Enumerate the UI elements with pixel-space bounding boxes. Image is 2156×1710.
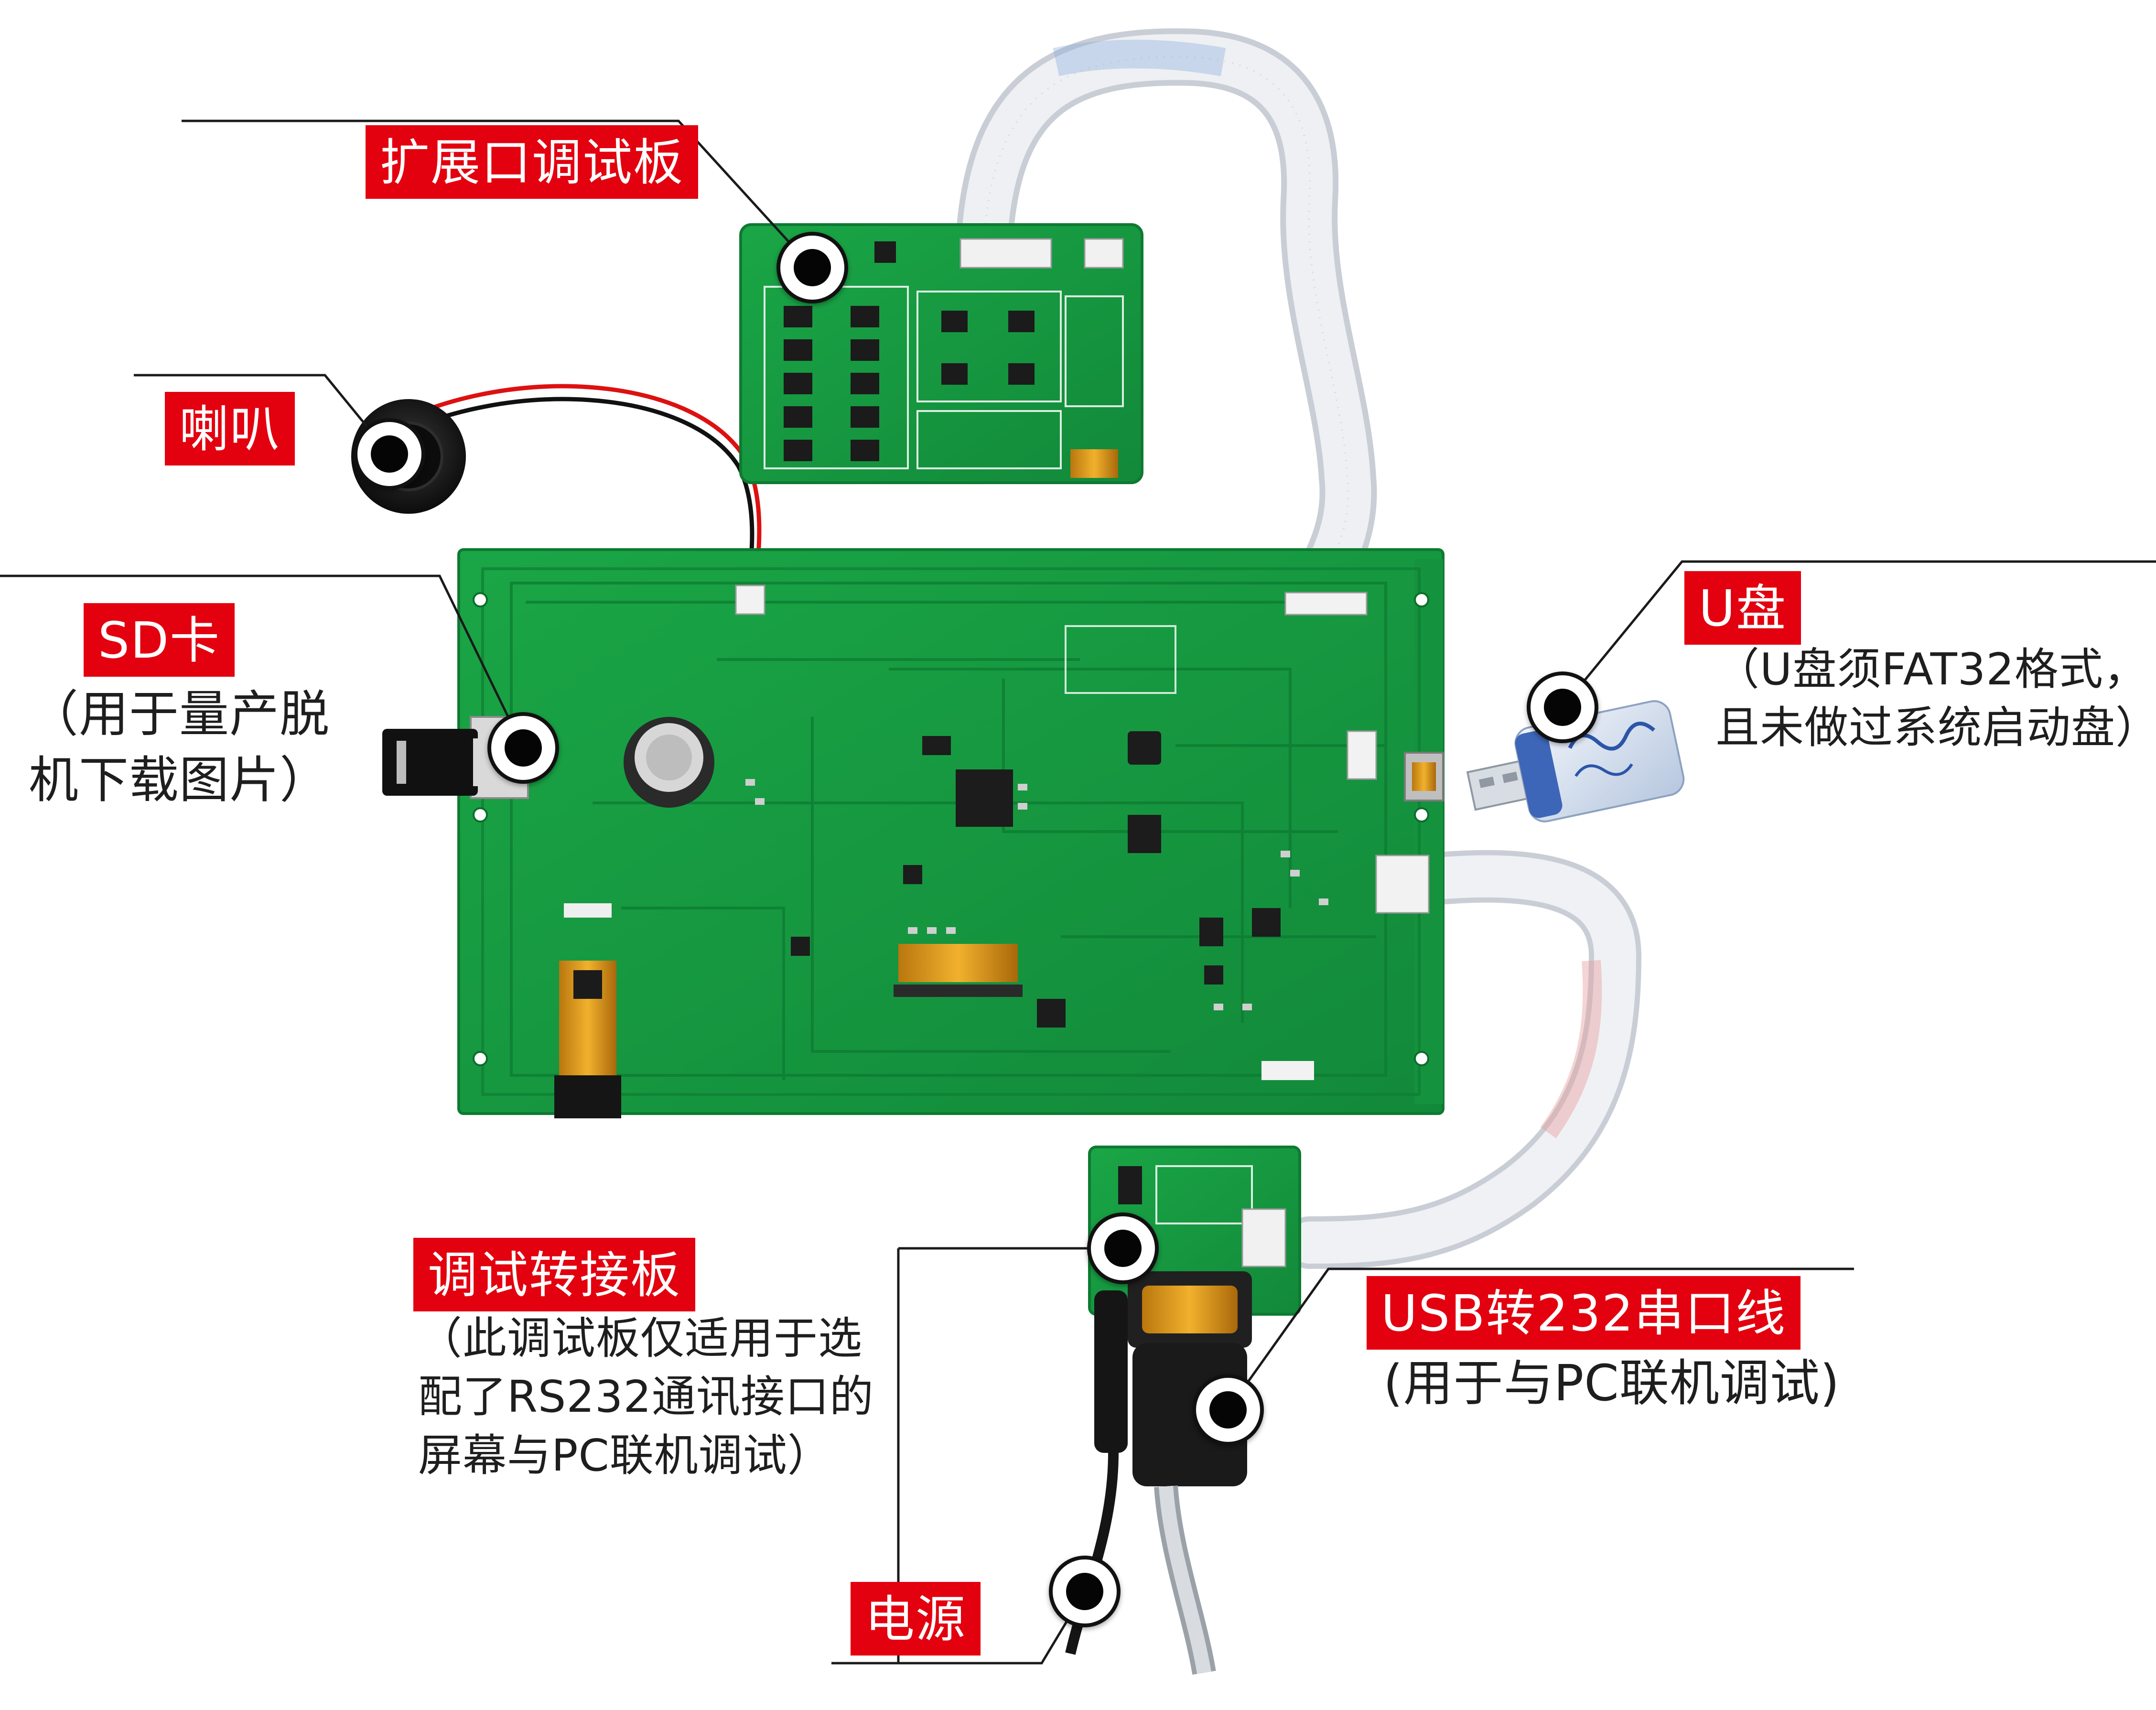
label-sd-card: SD卡 bbox=[84, 603, 235, 677]
note-debug-adapter: （此调试板仅适用于选 配了RS232通讯接口的 屏幕与PC联机调试） bbox=[418, 1313, 874, 1481]
label-usb-disk: U盘 bbox=[1684, 571, 1801, 645]
marker-usb-serial bbox=[1192, 1374, 1264, 1446]
marker-power bbox=[1049, 1556, 1121, 1627]
marker-debug-adapter bbox=[1087, 1212, 1159, 1284]
label-debug-adapter: 调试转接板 bbox=[413, 1238, 696, 1311]
note-sd-card: （用于量产脱 机下载图片） bbox=[29, 685, 330, 810]
marker-sd-card bbox=[487, 712, 559, 784]
marker-speaker bbox=[354, 418, 425, 490]
note-usb-disk: （U盘须FAT32格式， 且未做过系统启动盘） bbox=[1715, 644, 2156, 754]
label-power: 电源 bbox=[851, 1582, 981, 1656]
sd-card-graphic bbox=[382, 729, 487, 796]
label-speaker: 喇叭 bbox=[165, 392, 295, 465]
marker-expansion-board bbox=[776, 232, 848, 303]
label-expansion-board: 扩展口调试板 bbox=[366, 125, 699, 199]
label-usb-serial: USB转232串口线 bbox=[1367, 1276, 1800, 1350]
note-usb-serial: (用于与PC联机调试) bbox=[1383, 1354, 1840, 1412]
main-board bbox=[457, 548, 1445, 1118]
usb-flash-drive-graphic bbox=[1466, 700, 1685, 823]
marker-usb-disk bbox=[1527, 671, 1598, 743]
